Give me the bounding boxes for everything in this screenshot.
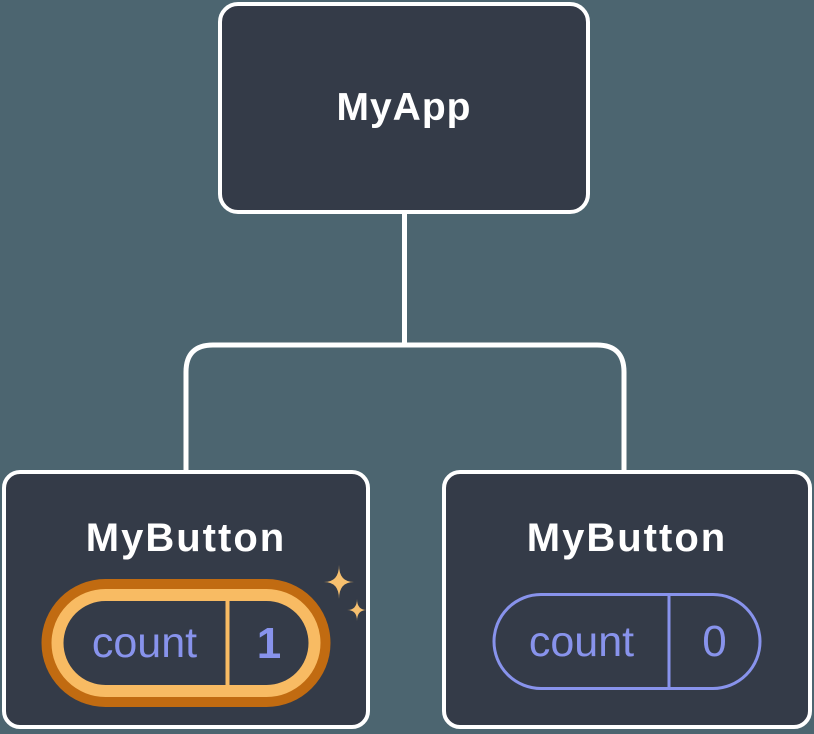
state-key-cell: count bbox=[64, 601, 226, 685]
pill-divider bbox=[225, 601, 230, 685]
state-key-label: count bbox=[91, 619, 198, 667]
state-value-cell: 1 bbox=[230, 601, 309, 685]
pill-divider bbox=[667, 596, 671, 687]
component-label: MyButton bbox=[85, 516, 287, 560]
component-node-myapp: MyApp bbox=[218, 2, 590, 214]
state-key-label: count bbox=[528, 617, 635, 666]
state-value-cell: 0 bbox=[671, 596, 759, 687]
sparkles-icon bbox=[324, 565, 367, 621]
component-label: MyButton bbox=[526, 516, 728, 560]
state-pill-highlighted: count 1 bbox=[51, 589, 321, 697]
state-key-cell: count bbox=[496, 596, 668, 687]
component-node-mybutton-right: MyButton count 0 bbox=[442, 470, 812, 729]
state-pill: count 0 bbox=[492, 593, 762, 690]
state-value: 1 bbox=[256, 618, 282, 668]
state-value: 0 bbox=[702, 617, 727, 666]
component-node-mybutton-left: MyButton count 1 bbox=[2, 470, 370, 729]
component-label: MyApp bbox=[336, 86, 472, 129]
